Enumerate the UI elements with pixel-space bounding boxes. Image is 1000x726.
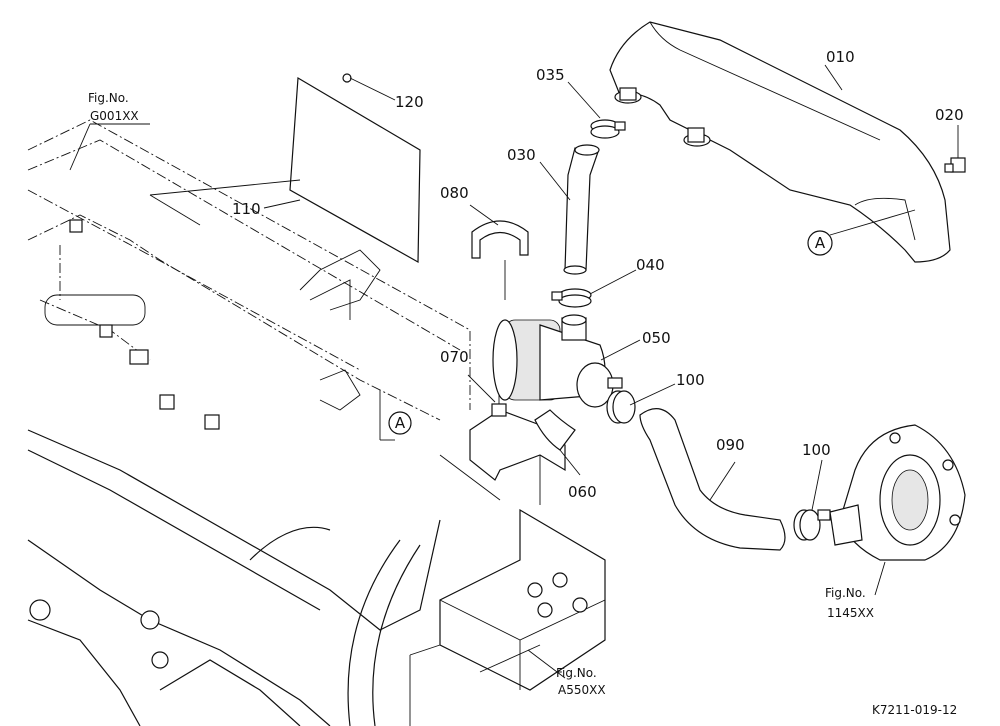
cover-plate-110: 110 120	[149, 73, 424, 264]
figure-ref-code: 1145XX	[827, 606, 874, 620]
drawing-code: K7211-019-12	[872, 703, 957, 717]
part-number-080: 080	[440, 184, 469, 202]
part-number-040: 040	[636, 256, 665, 274]
part-number-035: 035	[536, 66, 565, 84]
figure-ref-prefix: Fig.No.	[825, 586, 866, 600]
housing-1145xx: Fig.No. 1145XX	[825, 424, 966, 620]
chassis-frame: A	[27, 119, 471, 726]
figure-ref-prefix: Fig.No.	[556, 666, 597, 680]
part-number-100-lower: 100	[802, 441, 831, 459]
part-number-050: 050	[642, 329, 671, 347]
callout-a-left: A	[395, 414, 406, 432]
part-number-010: 010	[826, 48, 855, 66]
figure-ref-code: A550XX	[558, 683, 606, 697]
part-number-020: 020	[935, 106, 964, 124]
clamp-035: 035	[536, 66, 626, 139]
part-number-070: 070	[440, 348, 469, 366]
figure-ref-code: G001XX	[90, 109, 139, 123]
figure-ref-prefix: Fig.No.	[88, 91, 129, 105]
part-number-060: 060	[568, 483, 597, 501]
support-box-a550xx: Fig.No. A550XX	[409, 508, 606, 726]
clamp-100-upper: 100	[606, 371, 705, 424]
air-cleaner-050: 050	[492, 314, 671, 408]
hose-090: 090	[639, 408, 786, 551]
callout-a-right: A	[815, 234, 826, 252]
clamp-040: 040	[551, 256, 665, 308]
bolt-020: 020	[935, 106, 966, 173]
bracket-060: 060	[439, 409, 597, 505]
clamp-100-lower: 100	[793, 441, 831, 541]
bolt-070: 070	[440, 348, 507, 417]
intake-duct-010: 010 A	[609, 21, 951, 263]
part-number-100-upper: 100	[676, 371, 705, 389]
figure-ref-g001xx: Fig.No. G001XX	[69, 91, 150, 171]
part-number-090: 090	[716, 436, 745, 454]
part-number-120: 120	[395, 93, 424, 111]
hose-030: 030	[507, 144, 600, 275]
part-number-110: 110	[232, 200, 261, 218]
part-number-030: 030	[507, 146, 536, 164]
band-080: 080	[440, 184, 529, 300]
